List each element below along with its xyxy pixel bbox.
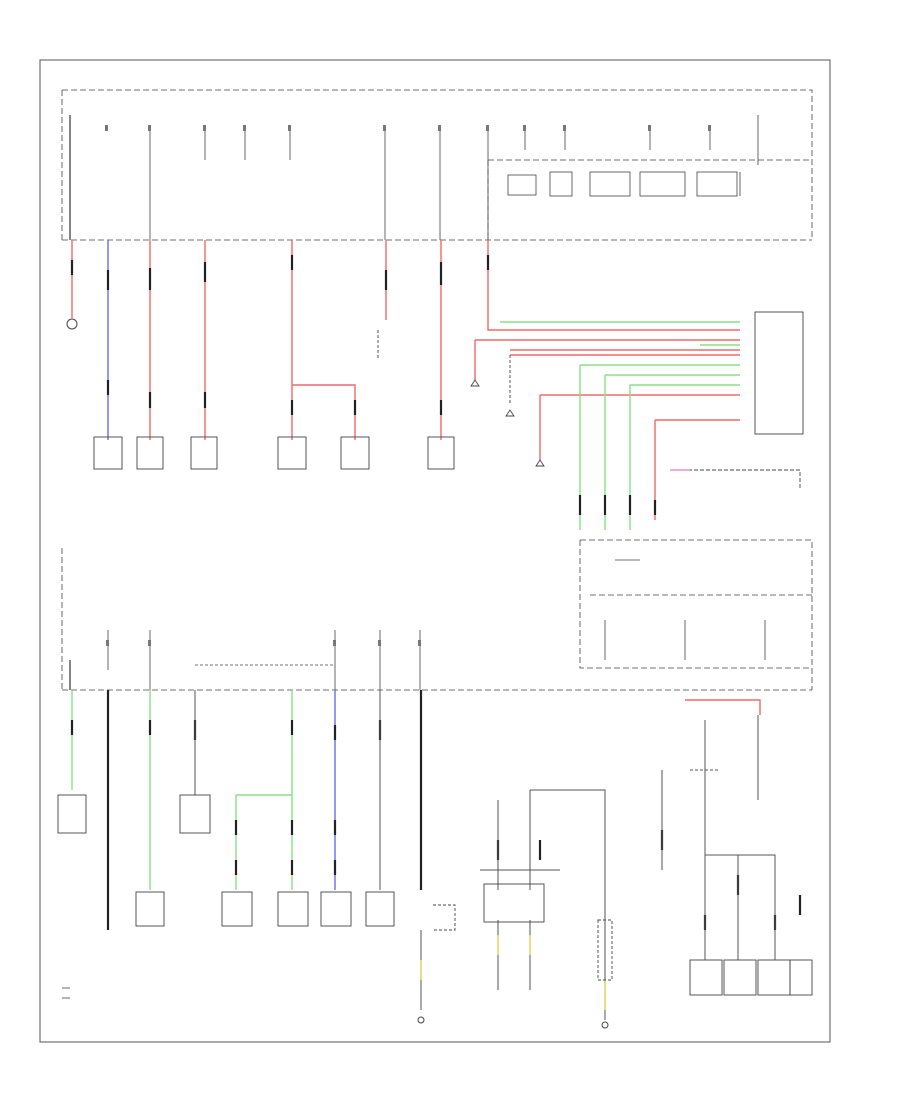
legend	[62, 987, 70, 999]
top-fuse-symbols	[105, 125, 711, 131]
top-components	[93, 311, 804, 488]
bottom-gray-wires	[194, 690, 776, 1020]
top-black-segments	[70, 255, 657, 515]
bottom-ground-symbols	[417, 1016, 609, 1029]
top-green-wires	[500, 321, 740, 530]
bottom-yellow-wires	[420, 935, 606, 1010]
diagram-frame	[39, 59, 831, 1043]
top-red-wires	[71, 240, 740, 520]
bottom-fuse-box	[61, 548, 812, 691]
bottom-green-wires	[71, 690, 293, 890]
bottom-components	[57, 794, 813, 996]
middle-module	[579, 539, 813, 690]
bottom-red-wire	[685, 699, 761, 715]
top-fuse-box	[61, 89, 813, 241]
bottom-fuse-symbols	[106, 640, 421, 646]
ground-symbol-top	[66, 318, 78, 330]
bottom-black-wires	[70, 690, 802, 930]
